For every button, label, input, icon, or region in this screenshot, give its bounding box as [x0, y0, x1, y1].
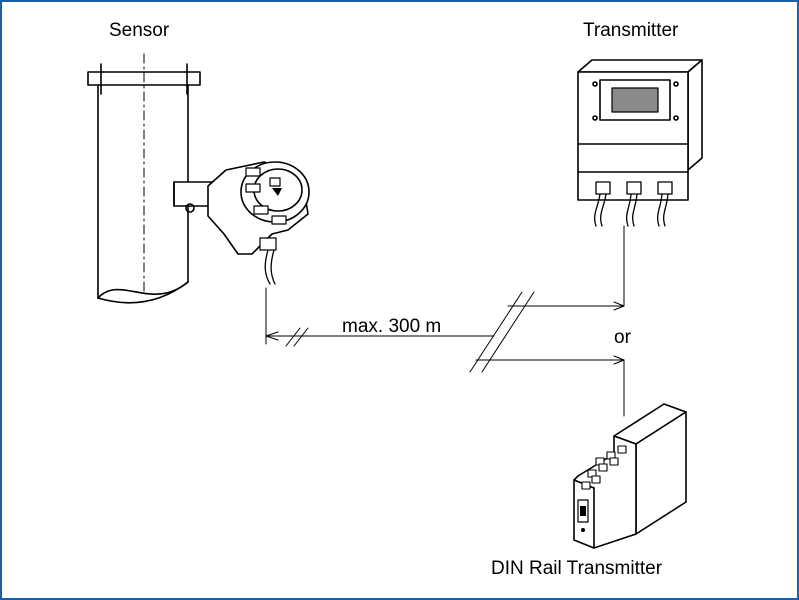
- sensor-label: Sensor: [109, 20, 170, 41]
- transmitter-device: [577, 59, 703, 227]
- cable-run: [265, 225, 625, 417]
- sensor-head: [173, 161, 310, 285]
- transmitter-label: Transmitter: [583, 20, 679, 41]
- or-label: or: [614, 327, 631, 348]
- din-rail-label: DIN Rail Transmitter: [491, 558, 663, 579]
- distance-label: max. 300 m: [342, 316, 442, 337]
- din-rail-device: [573, 403, 687, 549]
- pipe: [87, 53, 201, 304]
